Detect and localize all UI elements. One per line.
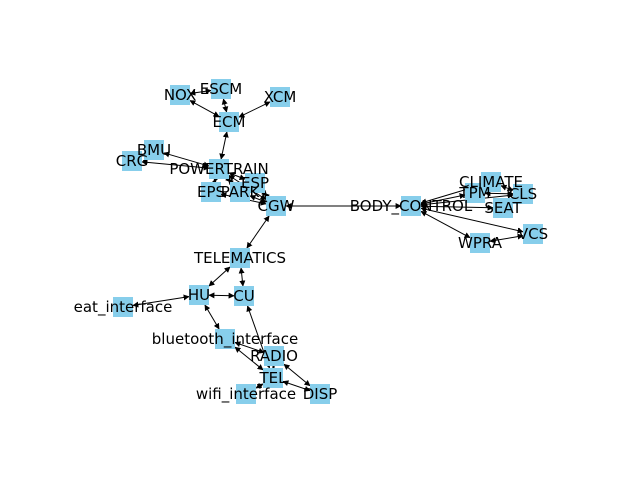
node-label-telematics: TELEMATICS	[193, 249, 286, 267]
node-label-seat: SEAT	[484, 199, 522, 217]
edge-cgw-telematics	[247, 216, 269, 248]
edge-telematics-hu	[209, 267, 230, 286]
node-label-wifi-interface: wifi_interface	[196, 385, 296, 404]
edge-escm-ecm	[223, 99, 226, 112]
node-label-hu: HU	[188, 286, 210, 304]
edge-telematics-cu	[241, 268, 243, 286]
node-label-ecm: ECM	[213, 113, 246, 131]
node-label-xcm: XCM	[264, 88, 297, 106]
node-label-crg: CRG	[116, 152, 149, 170]
node-label-nox: NOX	[164, 86, 196, 104]
node-label-disp: DISP	[303, 385, 338, 403]
node-label-cgw: CGW	[258, 197, 295, 215]
node-label-wpra: WPRA	[458, 234, 503, 252]
edge-hu-cu	[209, 295, 234, 296]
edge-ecm-powertrain	[221, 132, 227, 159]
node-label-escm: ESCM	[200, 80, 242, 98]
edge-powertrain-eps	[214, 179, 215, 182]
node-label-vcs: VCS	[518, 225, 548, 243]
edge-powertrain-park	[228, 179, 231, 182]
node-label-eat-interface: eat_interface	[74, 298, 173, 317]
node-label-cu: CU	[233, 287, 254, 305]
node-label-park: PARK	[221, 183, 261, 201]
edge-radio-disp	[284, 364, 310, 385]
edge-hu-bluetooth-interface	[205, 305, 219, 329]
node-label-body-control: BODY_CONTROL	[350, 197, 473, 216]
edge-esp-cgw	[264, 193, 267, 196]
node-label-radio: RADIO	[250, 347, 298, 365]
